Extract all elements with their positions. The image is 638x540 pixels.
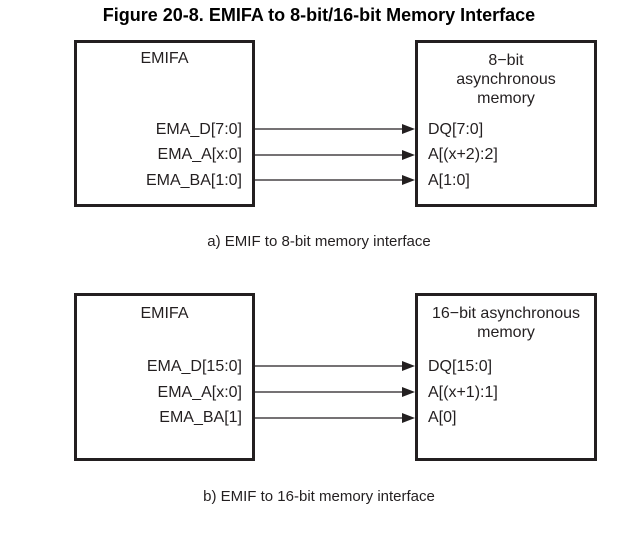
arrowhead-icon — [402, 361, 415, 371]
arrowhead-icon — [402, 387, 415, 397]
signal-label: EMA_A[x:0] — [157, 146, 242, 163]
memory-block-b-title-line: memory — [477, 324, 535, 341]
emifa-block-a — [74, 40, 255, 207]
memory-block-b — [415, 293, 597, 461]
emifa-block-b — [74, 293, 255, 461]
memory-block-a-title-line: asynchronous — [456, 71, 556, 88]
caption-b: b) EMIF to 16-bit memory interface — [203, 488, 435, 505]
signal-label: EMA_D[15:0] — [146, 358, 242, 375]
emifa-block-b-title: EMIFA — [140, 305, 189, 322]
memory-block-a — [415, 40, 597, 207]
caption-a: a) EMIF to 8-bit memory interface — [207, 233, 431, 250]
signal-label: EMA_A[x:0] — [157, 384, 242, 401]
signal-label: A[(x+1):1] — [428, 384, 498, 401]
signal-label: EMA_BA[1:0] — [145, 172, 242, 189]
arrowhead-icon — [402, 150, 415, 160]
memory-block-a-title-line: memory — [477, 90, 535, 107]
signal-label: A[1:0] — [428, 172, 470, 189]
memory-block-a-title-line: 8−bit — [488, 52, 524, 69]
arrowhead-icon — [402, 175, 415, 185]
signal-label: EMA_BA[1] — [159, 409, 242, 426]
emifa-block-a-title: EMIFA — [140, 50, 189, 67]
signal-label: A[0] — [428, 409, 457, 426]
signal-label: DQ[7:0] — [428, 121, 484, 138]
signal-label: A[(x+2):2] — [428, 146, 498, 163]
figure-title: Figure 20-8. EMIFA to 8-bit/16-bit Memor… — [102, 5, 536, 25]
arrowhead-icon — [402, 413, 415, 423]
arrowhead-icon — [402, 124, 415, 134]
memory-block-b-title-line: 16−bit asynchronous — [431, 305, 581, 322]
signal-label: EMA_D[7:0] — [155, 121, 242, 138]
signal-label: DQ[15:0] — [428, 358, 493, 375]
